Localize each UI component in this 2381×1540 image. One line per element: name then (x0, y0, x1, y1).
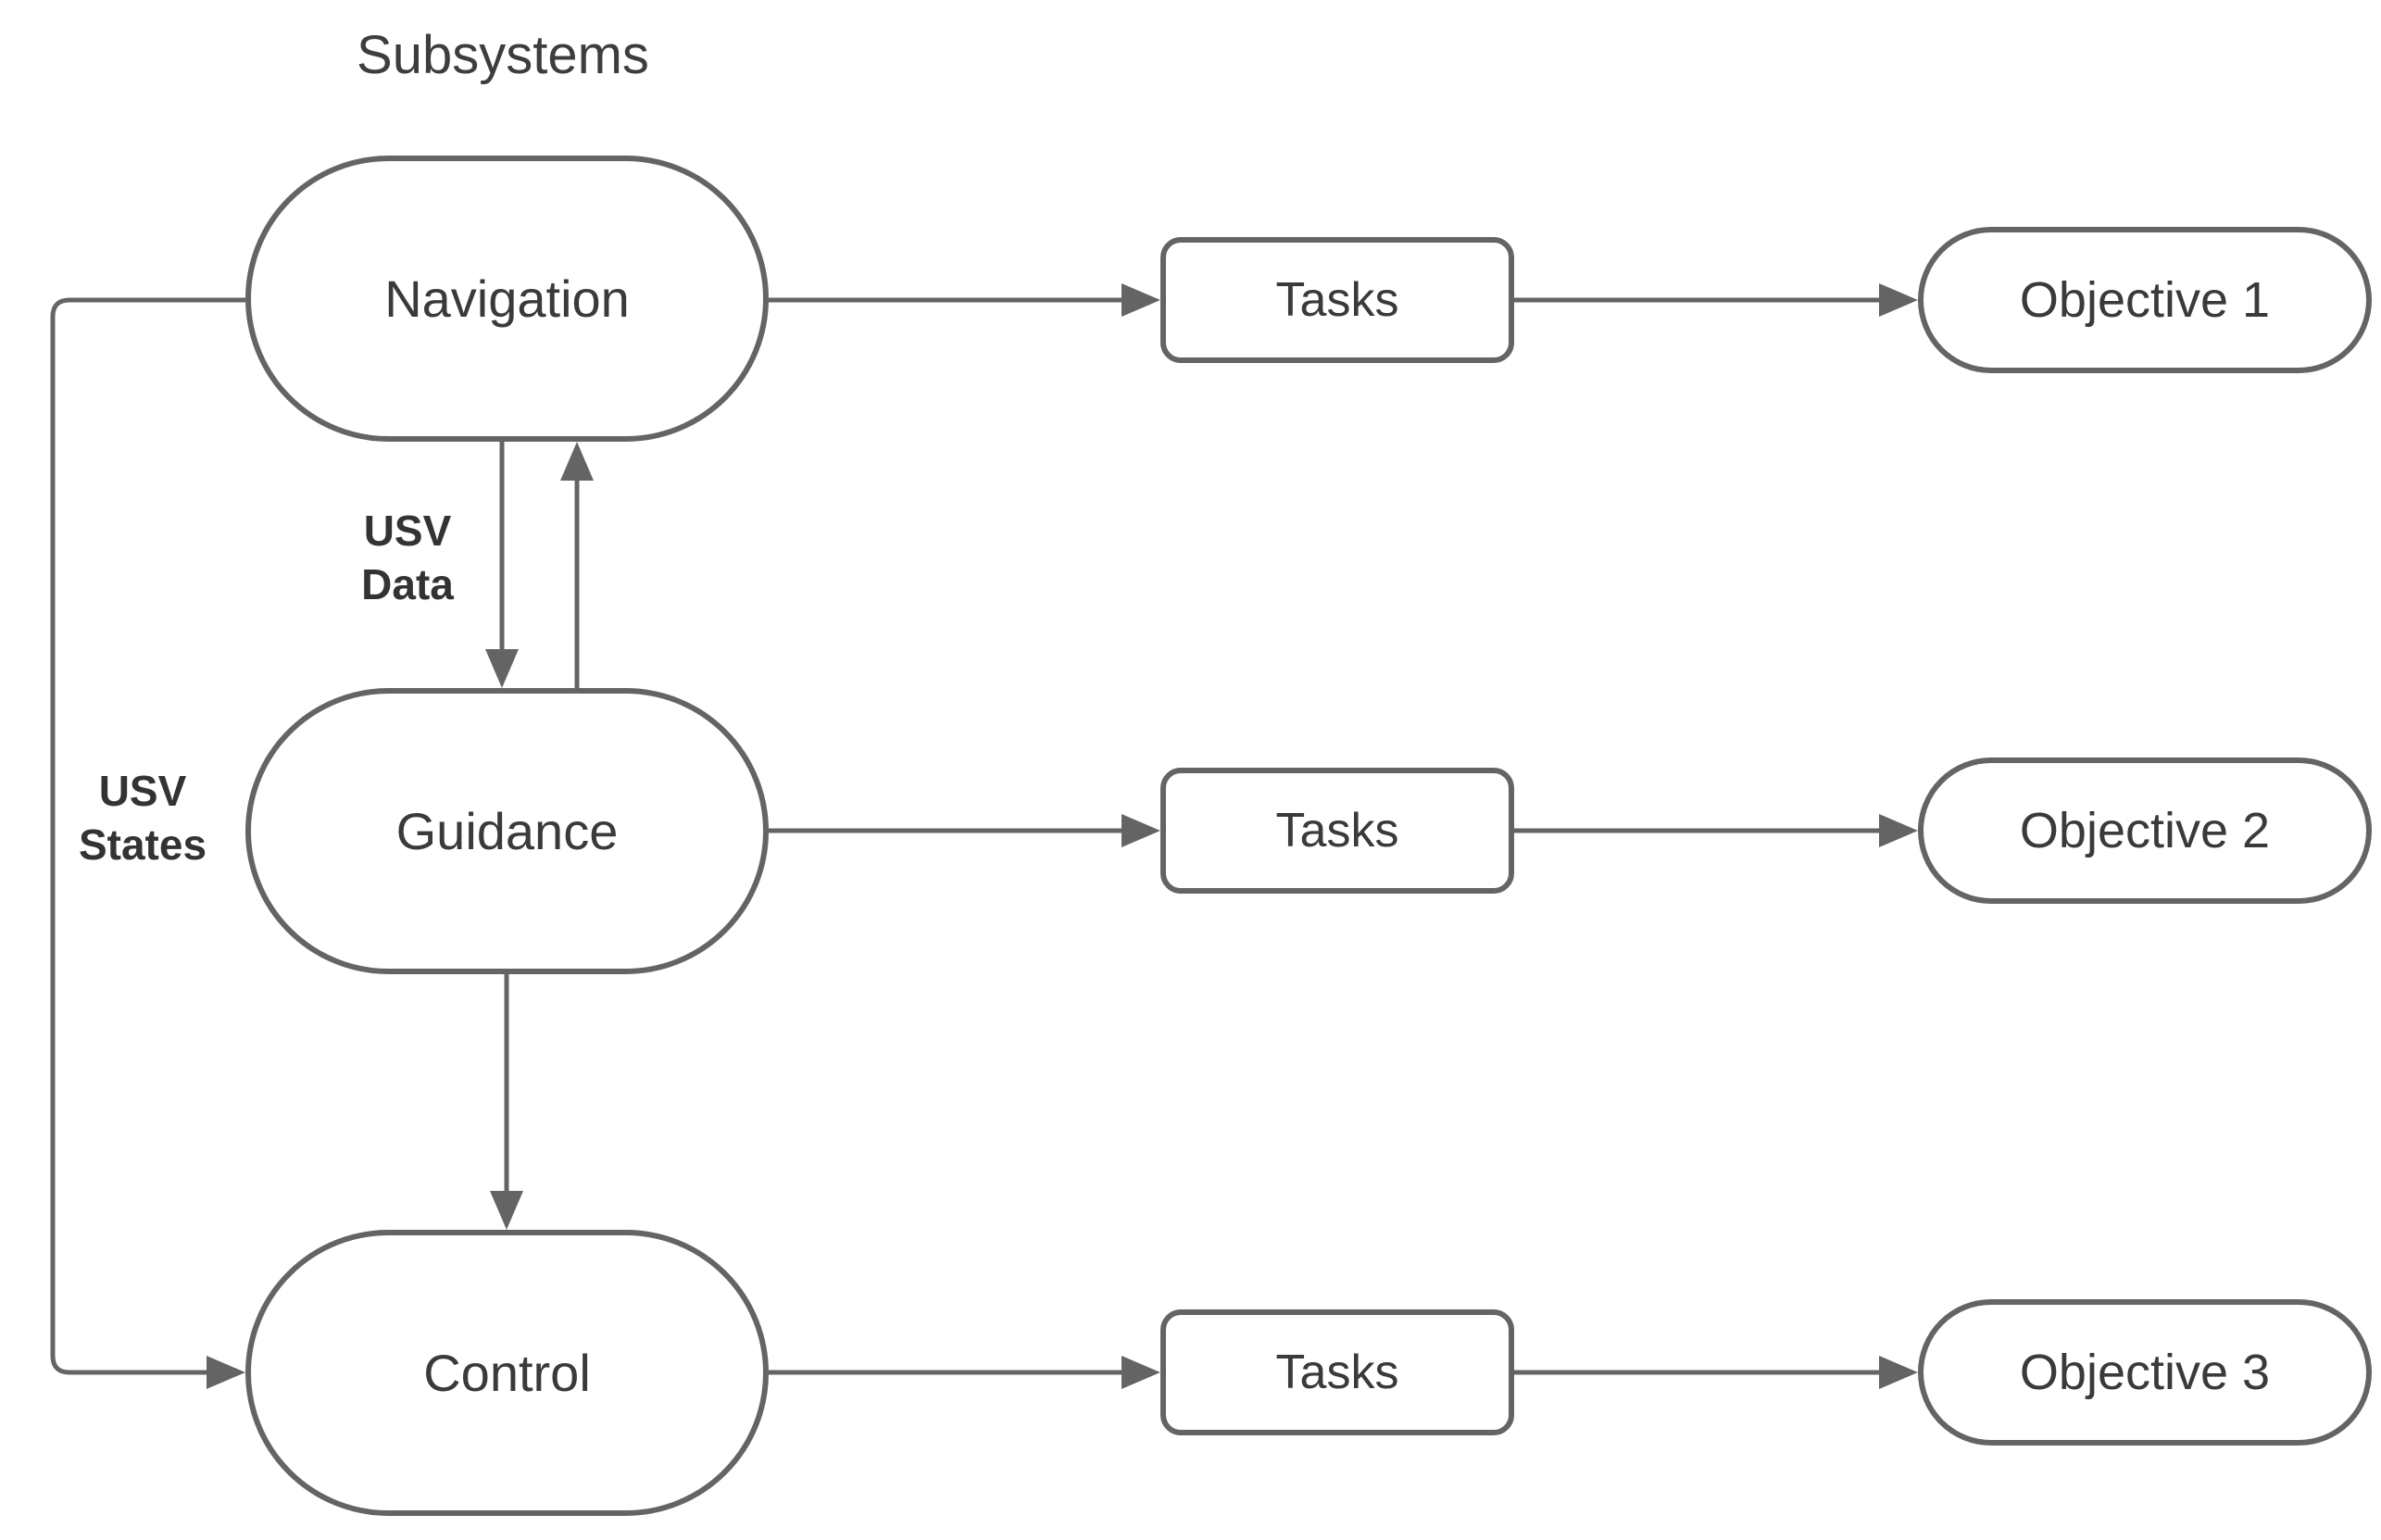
arrow-guidance-to-navigation (560, 442, 594, 688)
node-guidance-label: Guidance (395, 802, 619, 860)
node-objective-3: Objective 3 (1918, 1299, 2372, 1446)
edge-label-usv-data-line1: USV (363, 507, 452, 555)
arrow-tasks-1-to-objective-1 (1514, 283, 1918, 317)
node-control: Control (245, 1230, 769, 1516)
node-tasks-2-label: Tasks (1275, 804, 1399, 858)
arrow-navigation-to-guidance (485, 442, 519, 688)
diagram-title: Subsystems (357, 25, 649, 85)
node-tasks-3: Tasks (1160, 1309, 1514, 1435)
node-tasks-3-label: Tasks (1275, 1346, 1399, 1399)
node-tasks-1-label: Tasks (1275, 273, 1399, 327)
arrow-navigation-to-control-usv-states (50, 297, 245, 1389)
arrow-tasks-2-to-objective-2 (1514, 814, 1918, 847)
arrow-navigation-to-tasks-1 (769, 283, 1160, 317)
edge-label-usv-data: USV Data (324, 505, 491, 612)
edge-label-usv-states-line2: States (78, 820, 207, 869)
edge-label-usv-states-line1: USV (98, 767, 187, 815)
node-navigation: Navigation (245, 156, 769, 442)
node-objective-3-label: Objective 3 (2019, 1345, 2271, 1400)
node-tasks-2: Tasks (1160, 768, 1514, 894)
arrow-tasks-3-to-objective-3 (1514, 1356, 1918, 1389)
arrow-guidance-to-tasks-2 (769, 814, 1160, 847)
node-objective-1: Objective 1 (1918, 227, 2372, 373)
node-control-label: Control (423, 1344, 591, 1402)
node-tasks-1: Tasks (1160, 237, 1514, 363)
node-objective-2: Objective 2 (1918, 757, 2372, 904)
arrow-control-to-tasks-3 (769, 1356, 1160, 1389)
edge-label-usv-states: USV States (50, 765, 235, 872)
node-guidance: Guidance (245, 688, 769, 974)
node-navigation-label: Navigation (384, 269, 630, 328)
arrow-guidance-to-control (490, 974, 523, 1230)
node-objective-1-label: Objective 1 (2019, 272, 2271, 328)
edge-label-usv-data-line2: Data (361, 559, 454, 608)
node-objective-2-label: Objective 2 (2019, 803, 2271, 858)
